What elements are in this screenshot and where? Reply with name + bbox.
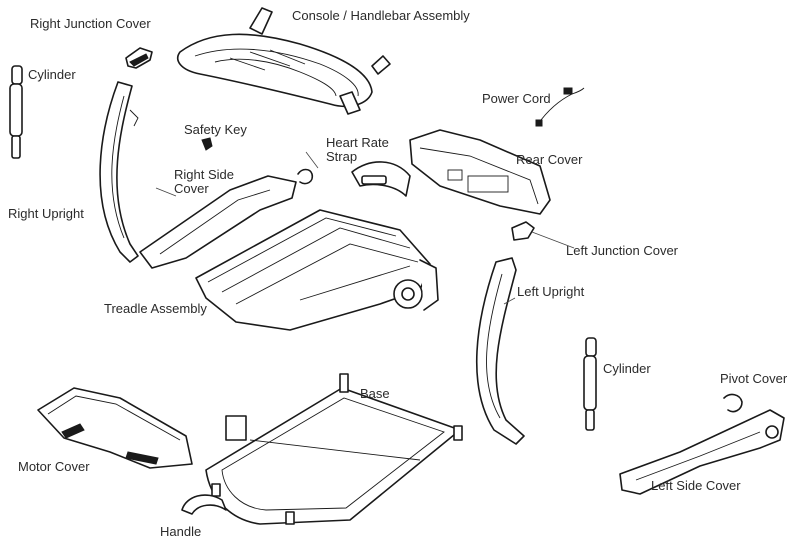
power-cord-part [535,87,585,127]
left-upright-part [475,257,525,445]
label-treadle-assembly: Treadle Assembly [104,301,207,316]
cylinder-right-part [583,337,597,431]
label-heart-rate-strap: Heart Rate Strap [326,135,389,164]
label-left-side-cover: Left Side Cover [651,478,741,493]
console-handlebar-part [176,7,391,115]
label-pivot-cover: Pivot Cover [720,371,788,386]
handle-part [181,494,227,515]
left-side-cover-part [619,409,785,495]
label-right-junction-cover: Right Junction Cover [30,16,151,31]
label-right-upright: Right Upright [8,206,84,221]
cylinder-left-part [9,65,23,159]
label-cylinder-right: Cylinder [603,361,651,376]
treadle-assembly-part [195,209,439,331]
pivot-cover-part [723,393,743,413]
right-upright-part [99,81,139,263]
label-safety-key: Safety Key [184,122,247,137]
right-side-cover-part [139,168,314,269]
label-handle: Handle [160,524,202,539]
label-console-handlebar: Console / Handlebar Assembly [292,8,470,23]
label-left-junction-cover: Left Junction Cover [566,243,679,258]
left-junction-cover-part [511,221,535,241]
leader-lines [155,151,575,305]
label-cylinder-left: Cylinder [28,67,76,82]
base-part [205,373,463,525]
heart-rate-strap-part [351,161,411,197]
safety-key-part [201,137,213,151]
rear-cover-part [409,129,551,215]
label-base: Base [360,386,390,401]
right-junction-cover-part [125,47,153,69]
label-right-side-cover: Right Side Cover [174,167,234,196]
label-motor-cover: Motor Cover [18,459,90,474]
label-power-cord: Power Cord [482,91,551,106]
label-left-upright: Left Upright [517,284,585,299]
motor-cover-part [37,387,193,469]
label-rear-cover: Rear Cover [516,152,583,167]
